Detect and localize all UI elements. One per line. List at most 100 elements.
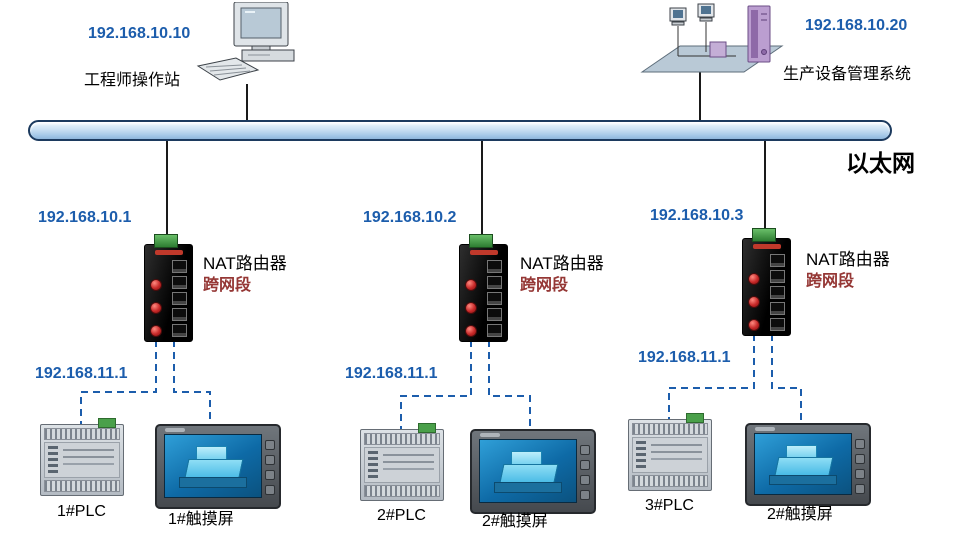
plc2-label: 2#PLC <box>377 507 426 524</box>
touch-panel-icon <box>745 423 871 506</box>
plc-led-column <box>636 441 646 469</box>
router3-label: NAT路由器 <box>806 250 890 269</box>
plc-front-panel <box>632 437 708 473</box>
router3-hmi-link <box>771 334 802 423</box>
ethernet-port-icon <box>172 260 187 273</box>
plc-terminal-block <box>686 413 704 423</box>
nat-router-icon <box>459 234 508 342</box>
ethernet-bus <box>28 120 892 141</box>
plc-icon <box>40 418 124 496</box>
hmi-function-button <box>580 460 590 470</box>
ethernet-port-icon <box>770 254 785 267</box>
hmi-function-button <box>580 445 590 455</box>
router-terminal-block <box>469 234 493 248</box>
plc-panel-marking <box>383 454 434 456</box>
hmi1-label: 1#触摸屏 <box>168 511 234 528</box>
hmi-function-button <box>855 484 865 494</box>
hmi-machine-graphic <box>494 482 562 493</box>
plc-panel-marking <box>63 449 114 451</box>
ethernet-port-icon <box>770 302 785 315</box>
ethernet-port-icon <box>172 324 187 337</box>
server-group-icon <box>640 3 784 73</box>
ethernet-port-icon <box>172 292 187 305</box>
hmi-screen <box>754 433 852 495</box>
plc-terminal-strip <box>364 433 440 445</box>
ethernet-port-icon <box>172 276 187 289</box>
antenna-connector-icon <box>748 319 760 331</box>
plc-terminal-strip <box>632 475 708 487</box>
hmi-brand-mark <box>755 427 775 431</box>
ethernet-port-icon <box>487 308 502 321</box>
plc-icon <box>360 423 444 501</box>
touch-panel-icon <box>470 429 596 514</box>
management-ip: 192.168.10.20 <box>805 17 908 34</box>
management-label: 生产设备管理系统 <box>783 66 912 83</box>
plc-led-column <box>368 451 378 479</box>
router3-lan-ip: 192.168.11.1 <box>638 349 731 366</box>
router-brand-mark <box>752 244 781 249</box>
plc-panel-marking <box>651 444 702 446</box>
plc1-label: 1#PLC <box>57 503 106 520</box>
hmi-function-button <box>265 485 275 495</box>
hmi-function-button <box>855 439 865 449</box>
antenna-connector-icon <box>150 302 162 314</box>
management-system-icon <box>636 0 788 86</box>
router2-wan-ip: 192.168.10.2 <box>363 209 457 226</box>
hmi-machine-graphic <box>769 474 837 486</box>
ethernet-label: 以太网 <box>846 150 915 176</box>
ethernet-port-icon <box>487 324 502 337</box>
hmi-function-button <box>855 469 865 479</box>
router-port-column <box>487 260 502 337</box>
ethernet-port-icon <box>770 270 785 283</box>
plc-terminal-strip <box>632 423 708 435</box>
hmi2-label: 2#触摸屏 <box>482 513 548 530</box>
ethernet-port-icon <box>487 260 502 273</box>
touch-panel-icon <box>155 424 281 509</box>
router-brand-mark <box>469 250 498 255</box>
antenna-connector-icon <box>150 325 162 337</box>
hmi-function-button <box>265 470 275 480</box>
ethernet-port-icon <box>172 308 187 321</box>
router2-label: NAT路由器 <box>520 254 604 273</box>
plc-led-column <box>48 446 58 474</box>
plc-terminal-block <box>98 418 116 428</box>
plc3-label: 3#PLC <box>645 497 694 514</box>
plc-terminal-strip <box>44 428 120 440</box>
nat-router-icon <box>144 234 193 342</box>
hmi-function-button <box>580 475 590 485</box>
router-knob-column <box>465 279 477 337</box>
desktop-computer-icon <box>196 1 295 81</box>
router-terminal-block <box>752 228 776 242</box>
plc-terminal-block <box>418 423 436 433</box>
workstation-icon <box>196 1 306 90</box>
router3-note: 跨网段 <box>806 273 855 290</box>
antenna-connector-icon <box>465 302 477 314</box>
nat-router-icon <box>742 228 791 336</box>
router2-note: 跨网段 <box>520 277 569 294</box>
router-knob-column <box>748 273 760 331</box>
plc-front-panel <box>44 442 120 478</box>
ethernet-port-icon <box>770 286 785 299</box>
hmi-screen <box>479 439 577 503</box>
router1-hmi-link <box>173 340 211 424</box>
ethernet-port-icon <box>487 276 502 289</box>
hmi-machine-graphic <box>179 477 247 488</box>
router2-plc-link <box>400 340 472 429</box>
router1-plc-link <box>80 340 157 424</box>
hmi-brand-mark <box>165 428 185 432</box>
hmi-function-button <box>265 455 275 465</box>
hmi-button-column <box>855 439 865 494</box>
ethernet-port-icon <box>770 318 785 331</box>
antenna-connector-icon <box>465 325 477 337</box>
plc-terminal-strip <box>44 480 120 492</box>
hmi-button-column <box>265 440 275 495</box>
hmi-button-column <box>580 445 590 500</box>
antenna-connector-icon <box>748 296 760 308</box>
router-port-column <box>770 254 785 331</box>
router-knob-column <box>150 279 162 337</box>
plc-front-panel <box>364 447 440 483</box>
hmi-brand-mark <box>480 433 500 437</box>
router1-label: NAT路由器 <box>203 254 287 273</box>
router1-wan-ip: 192.168.10.1 <box>38 209 132 226</box>
